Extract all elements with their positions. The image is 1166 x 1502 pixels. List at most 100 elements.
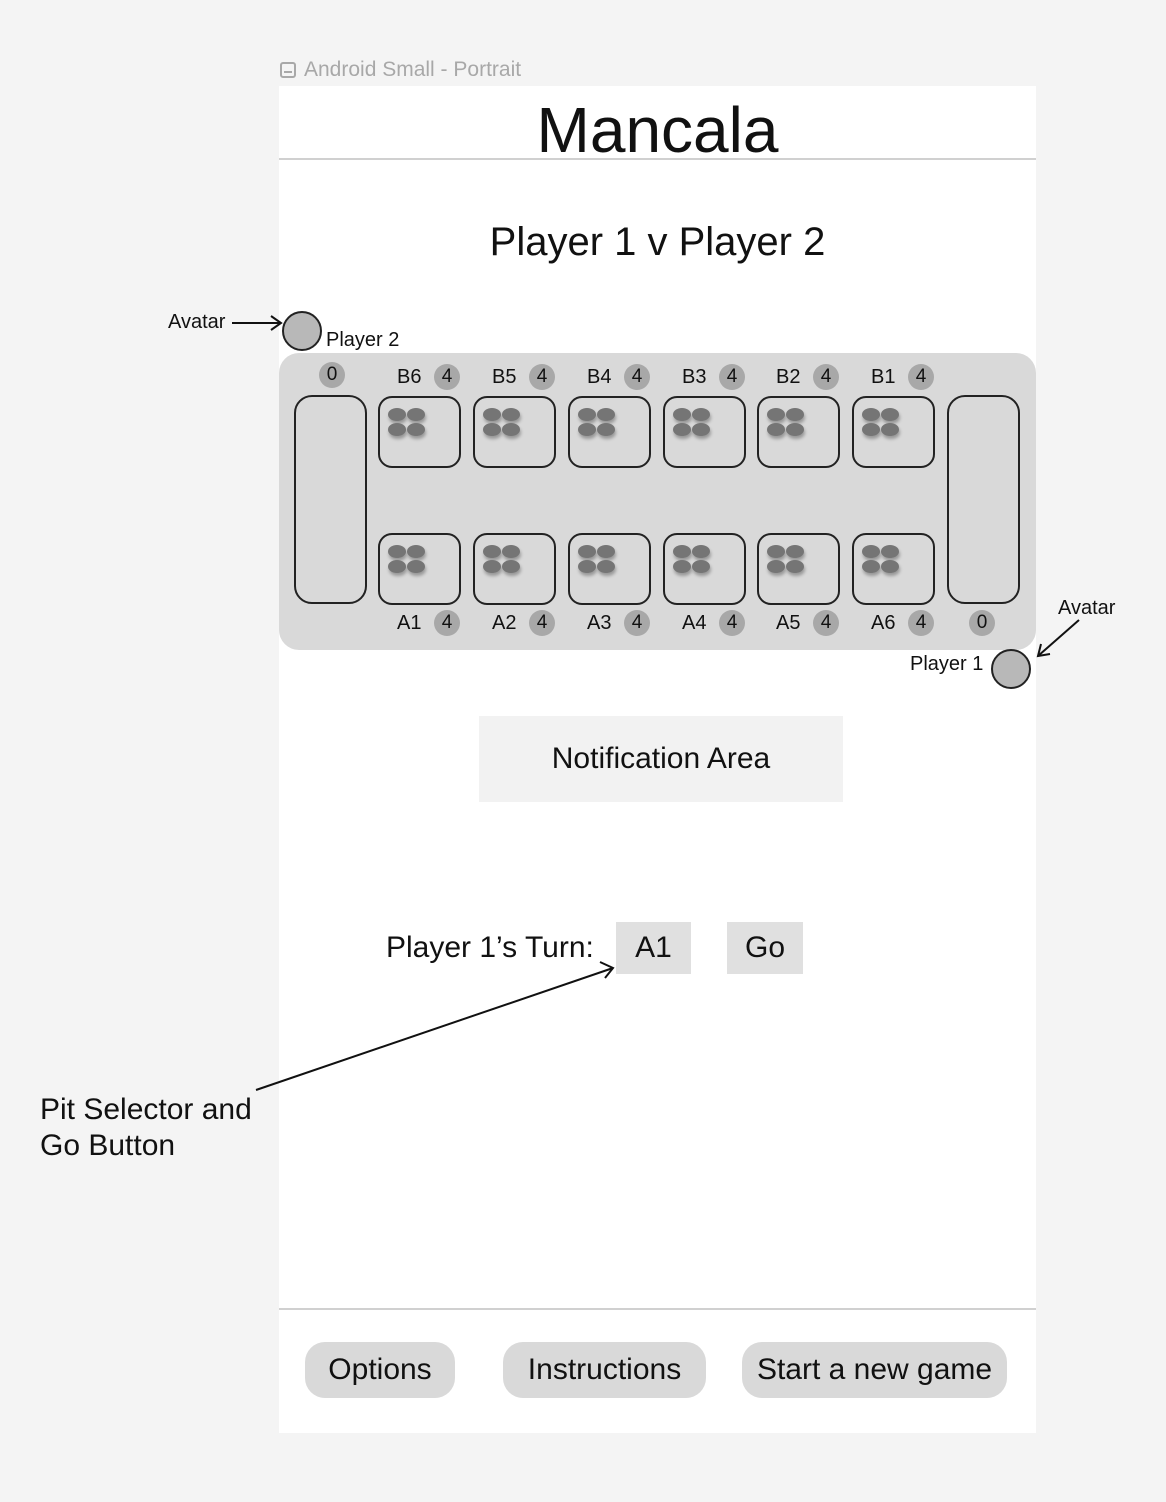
stone — [786, 545, 804, 558]
player-1-store — [947, 395, 1020, 604]
header-divider — [279, 158, 1036, 160]
player-2-store-count: 0 — [319, 362, 345, 388]
stone — [578, 423, 596, 436]
pit-a4[interactable] — [663, 533, 746, 605]
stone — [388, 423, 406, 436]
stone — [881, 560, 899, 573]
stone — [692, 408, 710, 421]
pit-count-badge: 4 — [719, 610, 745, 636]
stone — [407, 545, 425, 558]
notification-area: Notification Area — [479, 716, 843, 802]
stone — [502, 408, 520, 421]
pit-count-badge: 4 — [624, 610, 650, 636]
pit-a1[interactable] — [378, 533, 461, 605]
stone — [597, 545, 615, 558]
pit-selector-annotation-line-1: Pit Selector and — [40, 1093, 252, 1126]
frame-label: Android Small - Portrait — [280, 58, 521, 82]
pit-label: B1 — [871, 366, 896, 388]
pit-label: B4 — [587, 366, 612, 388]
avatar-annotation-bottom: Avatar — [1058, 597, 1116, 619]
frame-label-text: Android Small - Portrait — [304, 58, 522, 81]
pit-count-badge: 4 — [434, 364, 460, 390]
options-button[interactable]: Options — [305, 1342, 455, 1398]
pit-selector[interactable]: A1 — [616, 922, 691, 974]
player-2-store — [294, 395, 367, 604]
stone — [673, 408, 691, 421]
stone — [881, 423, 899, 436]
stone — [502, 560, 520, 573]
stone — [862, 545, 880, 558]
stone — [673, 423, 691, 436]
avatar-bottom-arrow — [1036, 619, 1080, 658]
stone — [578, 408, 596, 421]
stone — [407, 423, 425, 436]
stone — [673, 545, 691, 558]
stone — [881, 545, 899, 558]
stone — [578, 560, 596, 573]
stone — [388, 408, 406, 421]
stone — [502, 423, 520, 436]
pit-b4[interactable] — [568, 396, 651, 468]
player-1-label: Player 1 — [910, 653, 984, 675]
stone — [597, 560, 615, 573]
pit-count-badge: 4 — [719, 364, 745, 390]
pit-label: B3 — [682, 366, 707, 388]
stone — [502, 545, 520, 558]
pit-a3[interactable] — [568, 533, 651, 605]
stone — [388, 560, 406, 573]
pit-label: A4 — [682, 612, 707, 634]
stone — [578, 545, 596, 558]
pit-label: A1 — [397, 612, 422, 634]
stone — [483, 545, 501, 558]
pit-count-badge: 4 — [908, 364, 934, 390]
go-button[interactable]: Go — [727, 922, 803, 974]
pit-b5[interactable] — [473, 396, 556, 468]
pit-b2[interactable] — [757, 396, 840, 468]
pit-label: A3 — [587, 612, 612, 634]
instructions-button[interactable]: Instructions — [503, 1342, 706, 1398]
pit-label: A2 — [492, 612, 517, 634]
stone — [483, 408, 501, 421]
stone — [673, 560, 691, 573]
app-title: Mancala — [536, 94, 779, 166]
pit-selector-annotation-line-2: Go Button — [40, 1129, 176, 1162]
pit-count-badge: 4 — [813, 610, 839, 636]
stone — [881, 408, 899, 421]
pit-count-badge: 4 — [529, 610, 555, 636]
pit-a2[interactable] — [473, 533, 556, 605]
pit-b3[interactable] — [663, 396, 746, 468]
pit-label: A5 — [776, 612, 801, 634]
pit-b1[interactable] — [852, 396, 935, 468]
pit-a5[interactable] — [757, 533, 840, 605]
stone — [862, 560, 880, 573]
pit-count-badge: 4 — [434, 610, 460, 636]
stone — [786, 408, 804, 421]
frame-icon — [280, 62, 296, 78]
pit-count-badge: 4 — [529, 364, 555, 390]
stone — [597, 423, 615, 436]
stone — [692, 560, 710, 573]
avatar-top-arrow — [232, 315, 283, 331]
stone — [388, 545, 406, 558]
pit-count-badge: 4 — [813, 364, 839, 390]
stone — [767, 560, 785, 573]
player-2-label: Player 2 — [326, 329, 400, 351]
stone — [767, 408, 785, 421]
turn-label: Player 1’s Turn: — [386, 931, 594, 964]
stone — [767, 545, 785, 558]
pit-label: A6 — [871, 612, 896, 634]
stone — [786, 423, 804, 436]
pit-count-badge: 4 — [908, 610, 934, 636]
pit-b6[interactable] — [378, 396, 461, 468]
stone — [597, 408, 615, 421]
avatar-annotation-top: Avatar — [168, 311, 226, 333]
pit-label: B5 — [492, 366, 517, 388]
stone — [483, 560, 501, 573]
stone — [407, 408, 425, 421]
stone — [692, 545, 710, 558]
new-game-button[interactable]: Start a new game — [742, 1342, 1007, 1398]
pit-a6[interactable] — [852, 533, 935, 605]
player-1-avatar — [991, 649, 1031, 689]
stone — [862, 408, 880, 421]
